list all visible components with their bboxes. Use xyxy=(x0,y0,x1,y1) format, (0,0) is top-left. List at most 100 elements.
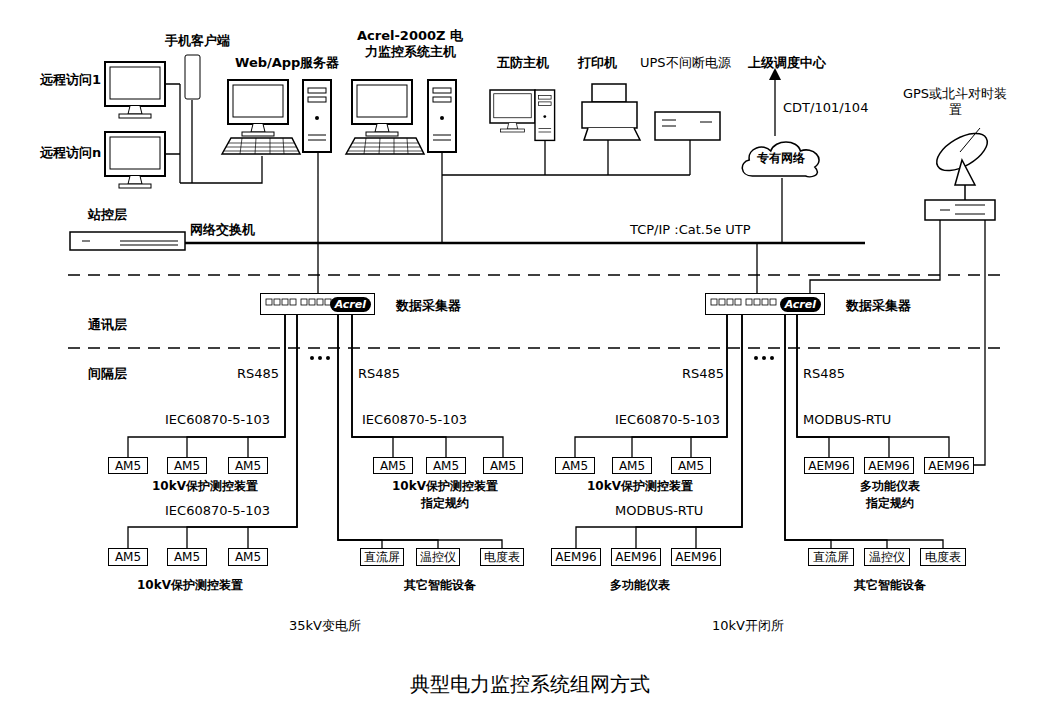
node-text: AM5 xyxy=(380,459,406,473)
node-text: AM5 xyxy=(235,459,261,473)
port xyxy=(746,299,752,305)
node-text: AM5 xyxy=(174,550,200,564)
node-text: AM5 xyxy=(678,459,704,473)
node-text: 数据采集器 xyxy=(846,297,911,315)
text-label: CDT/101/104 xyxy=(783,100,868,116)
device-box: AEM96 xyxy=(804,457,853,474)
text-label: 其它智能设备 xyxy=(854,578,926,592)
text-label: 网络交换机 xyxy=(190,222,255,238)
text-label: 间隔层 xyxy=(88,366,127,382)
text-label: 10kV保护测控装置 xyxy=(137,578,243,592)
text-label: Web/App服务器 xyxy=(235,55,339,71)
bus-wire xyxy=(128,315,297,548)
device-box: 电度表 xyxy=(480,548,524,566)
node-text: AEM96 xyxy=(868,459,909,473)
node-text: AM5 xyxy=(235,550,261,564)
text-label: 其它智能设备 xyxy=(404,578,476,592)
port xyxy=(282,299,288,305)
bus-wire xyxy=(338,315,438,548)
bus-wire xyxy=(797,315,829,457)
device-box: AM5 xyxy=(426,457,466,474)
node-text: AM5 xyxy=(174,459,200,473)
port xyxy=(754,299,760,305)
node-text: AEM96 xyxy=(928,459,969,473)
text-label: TCP/IP :Cat.5e UTP xyxy=(630,222,751,238)
bus-wire xyxy=(352,315,393,457)
node-text: AEM96 xyxy=(808,459,849,473)
node-text: AM5 xyxy=(433,459,459,473)
device-box: AM5 xyxy=(108,457,148,474)
device-box: AM5 xyxy=(228,457,268,474)
device-box: AM5 xyxy=(167,548,207,566)
bus-wire xyxy=(352,315,446,457)
node-text: 数据采集器 xyxy=(396,297,461,315)
text-label: IEC60870-5-103 xyxy=(165,503,270,519)
text-label: 10kV保护测控装置 xyxy=(587,479,693,493)
device-box: AM5 xyxy=(373,457,413,474)
bus-wire xyxy=(575,315,727,457)
text-label: 打印机 xyxy=(578,55,617,71)
device-box: 直流屏 xyxy=(808,548,854,566)
node-text: AEM96 xyxy=(675,550,716,564)
device-box: AM5 xyxy=(483,457,523,474)
text-label: 远程访问1 xyxy=(40,72,101,88)
text-label: RS485 xyxy=(237,366,279,382)
text-label: 上级调度中心 xyxy=(748,55,826,71)
text-label: MODBUS-RTU xyxy=(615,503,703,519)
port xyxy=(290,299,296,305)
device-box: AM5 xyxy=(612,457,652,474)
text-label: 10kV保护测控装置 xyxy=(392,479,498,493)
text-label: 手机客户端 xyxy=(165,33,230,49)
node-text: AM5 xyxy=(619,459,645,473)
text-label: RS485 xyxy=(682,366,724,382)
figure-caption: 典型电力监控系统组网方式 xyxy=(410,671,650,698)
device-box: AEM96 xyxy=(611,548,660,566)
text-label: 通讯层 xyxy=(88,317,127,333)
text-label: IEC60870-5-103 xyxy=(362,412,467,428)
device-box: AEM96 xyxy=(864,457,913,474)
device-box: 直流屏 xyxy=(360,548,404,566)
node-text: 电度表 xyxy=(484,549,520,566)
device-box: 温控仪 xyxy=(864,548,910,566)
node-text: 专有网络 xyxy=(757,150,805,167)
text-label: 指定规约 xyxy=(421,496,469,510)
text-label: 指定规约 xyxy=(866,496,914,510)
node-text: 直流屏 xyxy=(813,549,849,566)
node-text: AM5 xyxy=(115,550,141,564)
node-text: Acrel xyxy=(780,297,821,312)
port xyxy=(301,299,307,305)
text-label: GPS或北斗对时装置 xyxy=(902,86,1008,117)
node-text: 电度表 xyxy=(925,549,961,566)
port-row xyxy=(264,297,334,311)
text-label: IEC60870-5-103 xyxy=(615,412,720,428)
port-row xyxy=(709,297,779,311)
bus-wire xyxy=(576,315,742,548)
text-label: 远程访问n xyxy=(40,145,101,161)
text-label: RS485 xyxy=(358,366,400,382)
device-box: AEM96 xyxy=(551,548,600,566)
bus-wire xyxy=(785,315,887,548)
bus-wire xyxy=(128,315,285,457)
text-label: Acrel-2000Z 电力监控系统主机 xyxy=(354,28,466,59)
device-box: AEM96 xyxy=(924,457,973,474)
bus-wire xyxy=(691,315,727,457)
port xyxy=(762,299,768,305)
device-box: AM5 xyxy=(108,548,148,566)
port xyxy=(317,299,323,305)
device-box: AM5 xyxy=(671,457,711,474)
device-box: AM5 xyxy=(167,457,207,474)
port xyxy=(719,299,725,305)
text-label: IEC60870-5-103 xyxy=(165,412,270,428)
port xyxy=(266,299,272,305)
bus-wire xyxy=(632,315,727,457)
node-text: AM5 xyxy=(562,459,588,473)
port xyxy=(711,299,717,305)
device-box: AM5 xyxy=(555,457,595,474)
bus-wire xyxy=(785,315,831,548)
device-box: 温控仪 xyxy=(416,548,460,566)
text-label: UPS不间断电源 xyxy=(640,55,731,71)
data-collector: 数据采集器Acrel xyxy=(260,293,375,315)
bus-wire xyxy=(248,315,285,457)
bus-wire xyxy=(338,315,382,548)
